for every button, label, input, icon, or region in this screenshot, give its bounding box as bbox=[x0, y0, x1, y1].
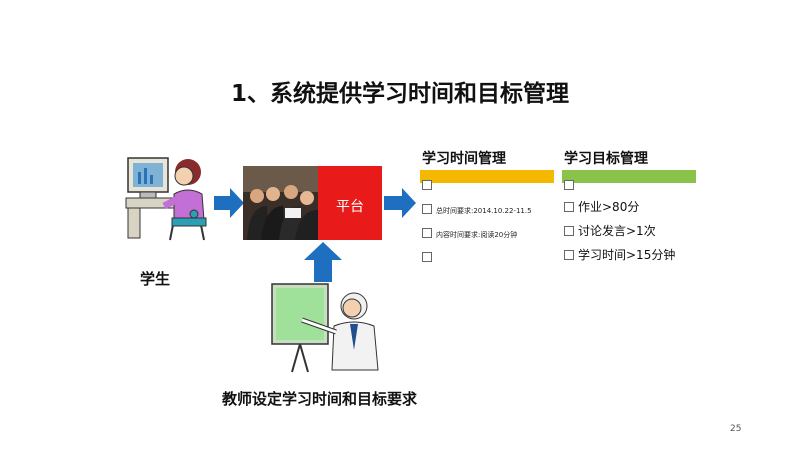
arrow-right-icon bbox=[214, 188, 244, 218]
team-photo bbox=[243, 166, 318, 240]
page-number: 25 bbox=[730, 424, 742, 434]
checkbox-icon[interactable] bbox=[564, 201, 574, 212]
arrow-up-icon bbox=[304, 242, 342, 282]
student-label: 学生 bbox=[140, 270, 171, 288]
goal-management-heading: 学习目标管理 bbox=[564, 151, 648, 167]
checkbox-icon[interactable] bbox=[564, 249, 574, 260]
goal-item-3: 学习时间>15分钟 bbox=[564, 244, 675, 263]
time-item-1: 总时间要求:2014.10.22-11.5 bbox=[422, 198, 532, 217]
checkbox-icon[interactable] bbox=[422, 251, 432, 262]
time-management-heading: 学习时间管理 bbox=[422, 151, 506, 167]
platform-box: 平台 bbox=[318, 166, 382, 240]
goal-item-2: 讨论发言>1次 bbox=[564, 220, 656, 239]
checkbox-icon[interactable] bbox=[564, 179, 574, 190]
teacher-presenting-icon bbox=[271, 283, 379, 373]
goal-item-0 bbox=[564, 174, 578, 193]
arrow-right-icon bbox=[384, 188, 416, 218]
time-management-bar bbox=[420, 170, 554, 183]
checkbox-icon[interactable] bbox=[422, 203, 432, 214]
checkbox-icon[interactable] bbox=[564, 225, 574, 236]
checkbox-icon[interactable] bbox=[422, 227, 432, 238]
student-at-computer-icon bbox=[125, 157, 207, 241]
goal-management-bar bbox=[562, 170, 696, 183]
checkbox-icon[interactable] bbox=[422, 179, 432, 190]
slide-title: 1、系统提供学习时间和目标管理 bbox=[230, 81, 569, 107]
time-item-2: 内容时间要求:阅读20分钟 bbox=[422, 222, 517, 241]
goal-item-1: 作业>80分 bbox=[564, 196, 639, 215]
time-item-3 bbox=[422, 246, 436, 265]
teacher-label: 教师设定学习时间和目标要求 bbox=[222, 390, 418, 408]
time-item-0 bbox=[422, 174, 436, 193]
